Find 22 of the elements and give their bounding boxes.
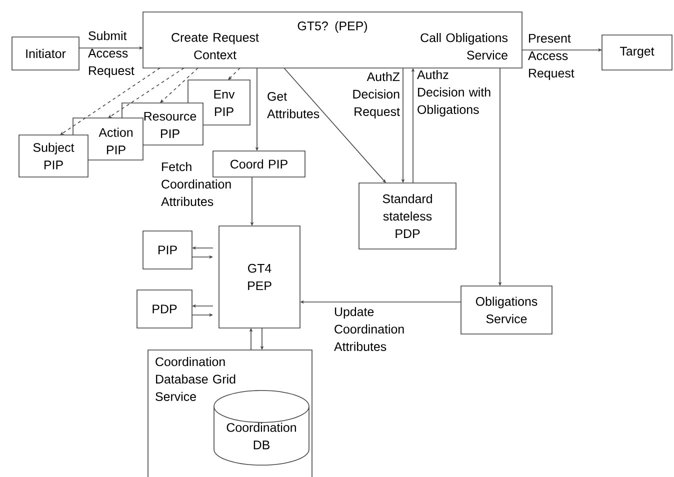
pep-box: GT4 PEP xyxy=(218,226,300,328)
dashed-arrow xyxy=(60,68,160,135)
service-box: Obligations Service xyxy=(460,286,552,334)
actor-box: Initiator xyxy=(12,36,80,70)
edge-label: Submit Access Request xyxy=(88,31,134,78)
pdp-box: PDP xyxy=(136,290,192,328)
edge-label: Get Attributes xyxy=(267,92,320,118)
pip-box: Coord PIP xyxy=(212,150,306,178)
arrow xyxy=(284,68,386,183)
edge-label: Authz Decision with Obligations xyxy=(417,70,490,116)
edge-label: Update Coordination Attributes xyxy=(334,306,404,351)
target-box: Target xyxy=(602,34,672,70)
dashed-arrow xyxy=(160,68,198,103)
pep-box: GT5? (PEP) Create Request Context Call Obligations Service xyxy=(142,12,522,68)
pip-box: Subject PIP xyxy=(18,134,88,178)
database-cylinder: Coordination DB xyxy=(214,390,310,466)
edge-label: AuthZ Decision Request xyxy=(353,72,400,118)
edge-label: Present Access Request xyxy=(528,34,574,80)
dashed-arrow xyxy=(108,68,184,118)
pdp-box: Standard stateless PDP xyxy=(358,182,456,250)
pip-box: PIP xyxy=(142,230,192,270)
dashed-arrow xyxy=(228,68,240,80)
